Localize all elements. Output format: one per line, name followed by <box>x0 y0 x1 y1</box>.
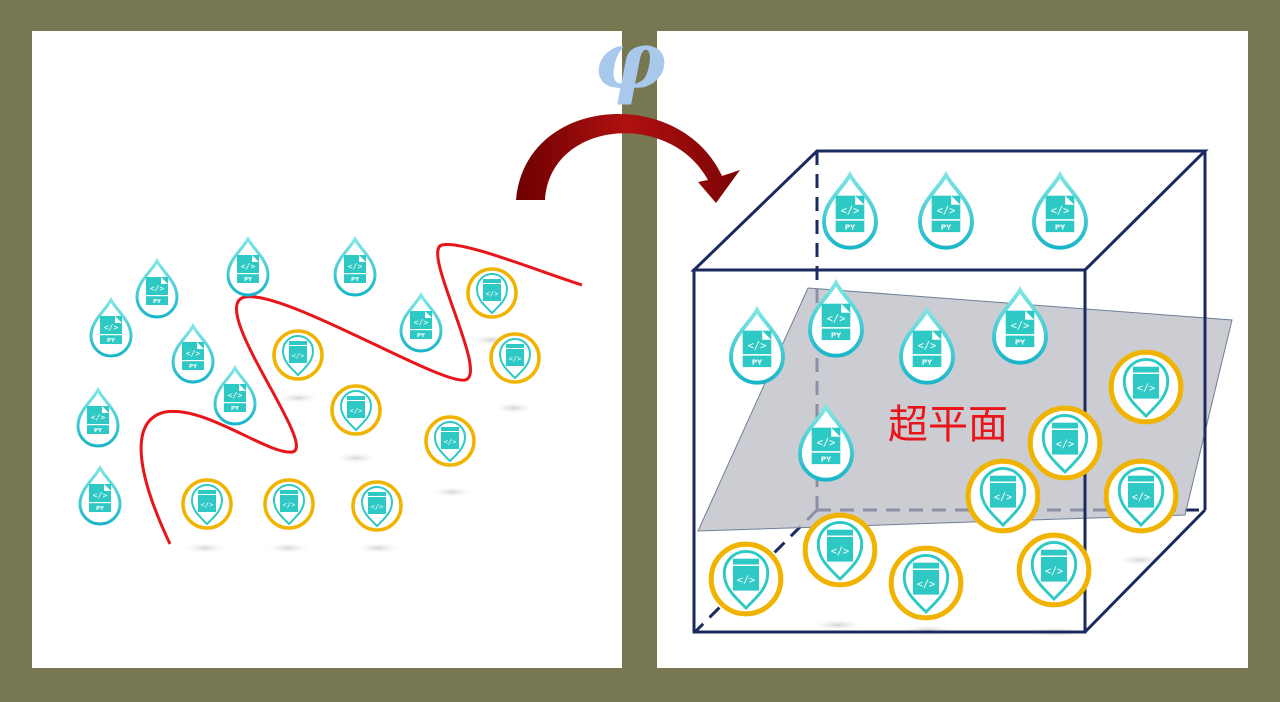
ringed-file-icon <box>968 461 1038 531</box>
ringed-file-icon <box>891 548 961 618</box>
left-shadows <box>181 334 536 554</box>
ringed-file-icon <box>1030 408 1100 478</box>
ringed-file-icon <box>263 478 315 530</box>
ringed-file-icon <box>466 267 518 319</box>
ringed-file-icon <box>272 329 324 381</box>
ringed-file-icon <box>424 415 476 467</box>
ringed-file-icon <box>330 384 382 436</box>
phi-symbol: φ <box>594 13 666 107</box>
ringed-file-icon <box>805 515 875 585</box>
nonlinear-decision-boundary <box>139 242 583 545</box>
ringed-file-icon <box>711 544 781 614</box>
hyperplane-label: 超平面 <box>888 402 1008 448</box>
ringed-file-icon <box>1111 352 1181 422</box>
ringed-file-icon <box>489 332 541 384</box>
ringed-file-icon <box>181 478 233 530</box>
ringed-file-icon <box>351 480 403 532</box>
mapping-arrow <box>516 113 740 203</box>
ringed-file-icon <box>1019 535 1089 605</box>
ringed-file-icon <box>1106 461 1176 531</box>
